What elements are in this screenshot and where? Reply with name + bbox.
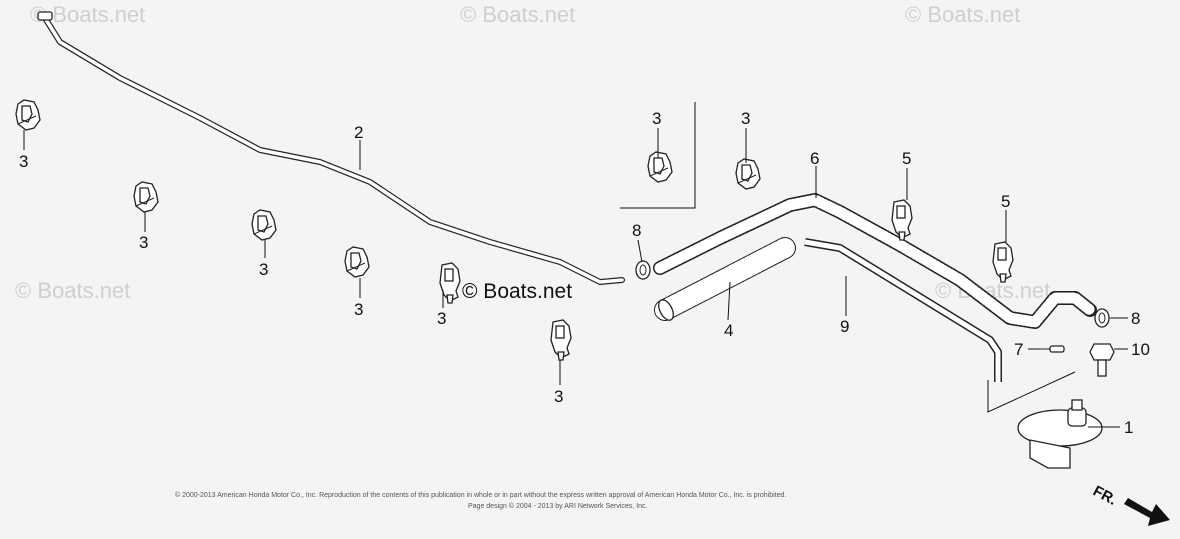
pipe-part-2 [37, 11, 625, 285]
watermark-top-right: © Boats.net [905, 2, 1020, 27]
clamp-part-8-a [635, 260, 651, 280]
clip-part-3-h [735, 158, 761, 190]
group-bracket [620, 102, 696, 209]
callout-3h: 3 [741, 109, 750, 128]
base-part-1 [1017, 399, 1103, 469]
callout-5b: 5 [1001, 192, 1010, 211]
callout-5a: 5 [902, 149, 911, 168]
callout-6: 6 [810, 149, 819, 168]
leader-lines [23, 128, 1128, 428]
callout-3f: 3 [554, 387, 563, 406]
callout-3d: 3 [354, 300, 363, 319]
callout-1: 1 [1124, 418, 1133, 437]
watermark-center: © Boats.net [462, 280, 572, 303]
strip-part-9 [804, 238, 1002, 382]
clip-part-3-d [344, 246, 370, 278]
callout-3c: 3 [259, 260, 268, 279]
callout-8a: 8 [632, 221, 641, 240]
pin-part-7 [1040, 345, 1065, 353]
clip-part-5-b [992, 241, 1014, 283]
clamp-part-8-b [1094, 308, 1110, 328]
copyright-line-1: © 2000-2013 American Honda Motor Co., In… [175, 491, 786, 499]
clip-part-3-f [550, 319, 572, 361]
bolt-part-10 [1089, 343, 1115, 377]
callout-8b: 8 [1131, 309, 1140, 328]
front-arrow-icon [1124, 498, 1170, 526]
watermark-mid-left: © Boats.net [15, 278, 130, 303]
callout-7: 7 [1014, 340, 1023, 359]
clip-part-3-b [133, 181, 159, 213]
front-direction-indicator: FR. [1090, 483, 1170, 526]
callout-4: 4 [724, 321, 733, 340]
front-direction-label: FR. [1090, 483, 1119, 509]
clip-part-5-a [891, 199, 913, 241]
callout-10: 10 [1131, 340, 1150, 359]
clip-part-3-g [647, 151, 673, 183]
clip-part-3-c [251, 209, 277, 241]
callout-3b: 3 [139, 233, 148, 252]
callout-2: 2 [354, 123, 363, 142]
callout-9: 9 [840, 317, 849, 336]
watermark-top-center: © Boats.net [460, 2, 575, 27]
callout-3e: 3 [437, 309, 446, 328]
copyright-line-2: Page design © 2004 - 2013 by ARI Network… [468, 502, 648, 510]
base-bracket [987, 371, 1076, 413]
callout-3a: 3 [19, 152, 28, 171]
corrugated-tube-part-4 [654, 237, 796, 321]
clip-part-3-a [15, 99, 41, 131]
hose-part-6 [653, 193, 1097, 329]
callout-3g: 3 [652, 109, 661, 128]
